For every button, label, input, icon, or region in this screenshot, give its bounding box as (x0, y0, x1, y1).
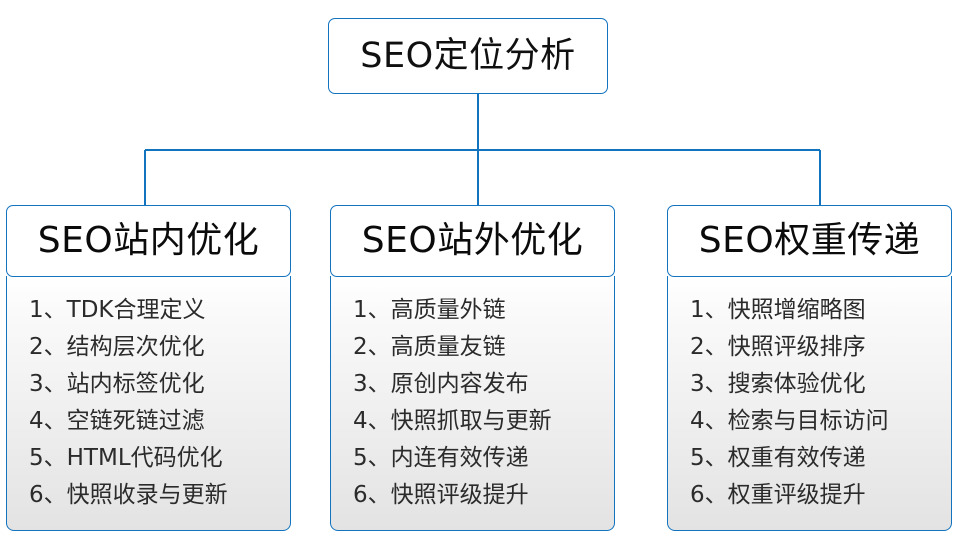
list-item-text: TDK合理定义 (66, 297, 206, 323)
list-item-index: 4、 (690, 408, 728, 434)
list-item-text: 权重评级提升 (727, 482, 866, 508)
list-item-text: 站内标签优化 (66, 371, 205, 397)
list-item-text: 检索与目标访问 (727, 408, 889, 434)
branch-1-header: SEO站内优化 (6, 205, 291, 277)
list-item: 6、快照收录与更新 (29, 477, 290, 514)
list-item-text: 原创内容发布 (390, 371, 529, 397)
list-item-text: 空链死链过滤 (66, 408, 205, 434)
list-item-text: 高质量外链 (390, 297, 506, 323)
list-item-index: 5、 (690, 445, 728, 471)
branch-column-3: SEO权重传递 1、快照增缩略图 2、快照评级排序 3、搜索体验优化 4、检索与… (667, 205, 952, 531)
list-item: 4、检索与目标访问 (690, 403, 951, 440)
branch-column-2: SEO站外优化 1、高质量外链 2、高质量友链 3、原创内容发布 4、快照抓取与… (330, 205, 615, 531)
list-item-index: 2、 (29, 334, 67, 360)
branch-3-list: 1、快照增缩略图 2、快照评级排序 3、搜索体验优化 4、检索与目标访问 5、权… (668, 292, 951, 514)
list-item: 3、搜索体验优化 (690, 366, 951, 403)
list-item-text: 快照评级排序 (727, 334, 866, 360)
list-item-text: 快照增缩略图 (727, 297, 866, 323)
list-item: 2、快照评级排序 (690, 329, 951, 366)
list-item: 5、内连有效传递 (353, 440, 614, 477)
list-item-index: 3、 (353, 371, 391, 397)
list-item-text: 高质量友链 (390, 334, 506, 360)
list-item-text: 快照抓取与更新 (390, 408, 552, 434)
list-item-index: 3、 (690, 371, 728, 397)
list-item: 1、快照增缩略图 (690, 292, 951, 329)
list-item: 1、TDK合理定义 (29, 292, 290, 329)
list-item: 4、空链死链过滤 (29, 403, 290, 440)
list-item-index: 6、 (690, 482, 728, 508)
branch-1-header-title: SEO站内优化 (37, 220, 260, 261)
list-item-index: 5、 (353, 445, 391, 471)
list-item-index: 4、 (29, 408, 67, 434)
list-item-index: 1、 (29, 297, 67, 323)
branch-3-header: SEO权重传递 (667, 205, 952, 277)
list-item-text: 权重有效传递 (727, 445, 866, 471)
list-item-text: 结构层次优化 (66, 334, 205, 360)
root-node: SEO定位分析 (328, 18, 608, 94)
list-item: 6、快照评级提升 (353, 477, 614, 514)
list-item: 3、站内标签优化 (29, 366, 290, 403)
list-item: 3、原创内容发布 (353, 366, 614, 403)
branch-column-1: SEO站内优化 1、TDK合理定义 2、结构层次优化 3、站内标签优化 4、空链… (6, 205, 291, 531)
list-item: 5、HTML代码优化 (29, 440, 290, 477)
list-item: 2、结构层次优化 (29, 329, 290, 366)
list-item-text: 内连有效传递 (390, 445, 529, 471)
list-item-index: 1、 (690, 297, 728, 323)
list-item-index: 2、 (690, 334, 728, 360)
list-item-index: 6、 (29, 482, 67, 508)
branch-2-header: SEO站外优化 (330, 205, 615, 277)
branch-1-list: 1、TDK合理定义 2、结构层次优化 3、站内标签优化 4、空链死链过滤 5、H… (7, 292, 290, 514)
list-item: 6、权重评级提升 (690, 477, 951, 514)
list-item-index: 4、 (353, 408, 391, 434)
list-item-index: 5、 (29, 445, 67, 471)
list-item-index: 1、 (353, 297, 391, 323)
list-item: 5、权重有效传递 (690, 440, 951, 477)
list-item: 2、高质量友链 (353, 329, 614, 366)
list-item-text: 搜索体验优化 (727, 371, 866, 397)
branch-1-body: 1、TDK合理定义 2、结构层次优化 3、站内标签优化 4、空链死链过滤 5、H… (6, 276, 291, 531)
branch-3-body: 1、快照增缩略图 2、快照评级排序 3、搜索体验优化 4、检索与目标访问 5、权… (667, 276, 952, 531)
list-item-text: 快照收录与更新 (66, 482, 228, 508)
branch-3-header-title: SEO权重传递 (698, 220, 921, 261)
list-item-text: 快照评级提升 (390, 482, 529, 508)
list-item-index: 6、 (353, 482, 391, 508)
list-item-text: HTML代码优化 (66, 445, 223, 471)
list-item: 4、快照抓取与更新 (353, 403, 614, 440)
branch-2-header-title: SEO站外优化 (361, 220, 584, 261)
root-node-title: SEO定位分析 (360, 35, 576, 76)
branch-2-list: 1、高质量外链 2、高质量友链 3、原创内容发布 4、快照抓取与更新 5、内连有… (331, 292, 614, 514)
list-item-index: 3、 (29, 371, 67, 397)
branch-2-body: 1、高质量外链 2、高质量友链 3、原创内容发布 4、快照抓取与更新 5、内连有… (330, 276, 615, 531)
list-item-index: 2、 (353, 334, 391, 360)
list-item: 1、高质量外链 (353, 292, 614, 329)
